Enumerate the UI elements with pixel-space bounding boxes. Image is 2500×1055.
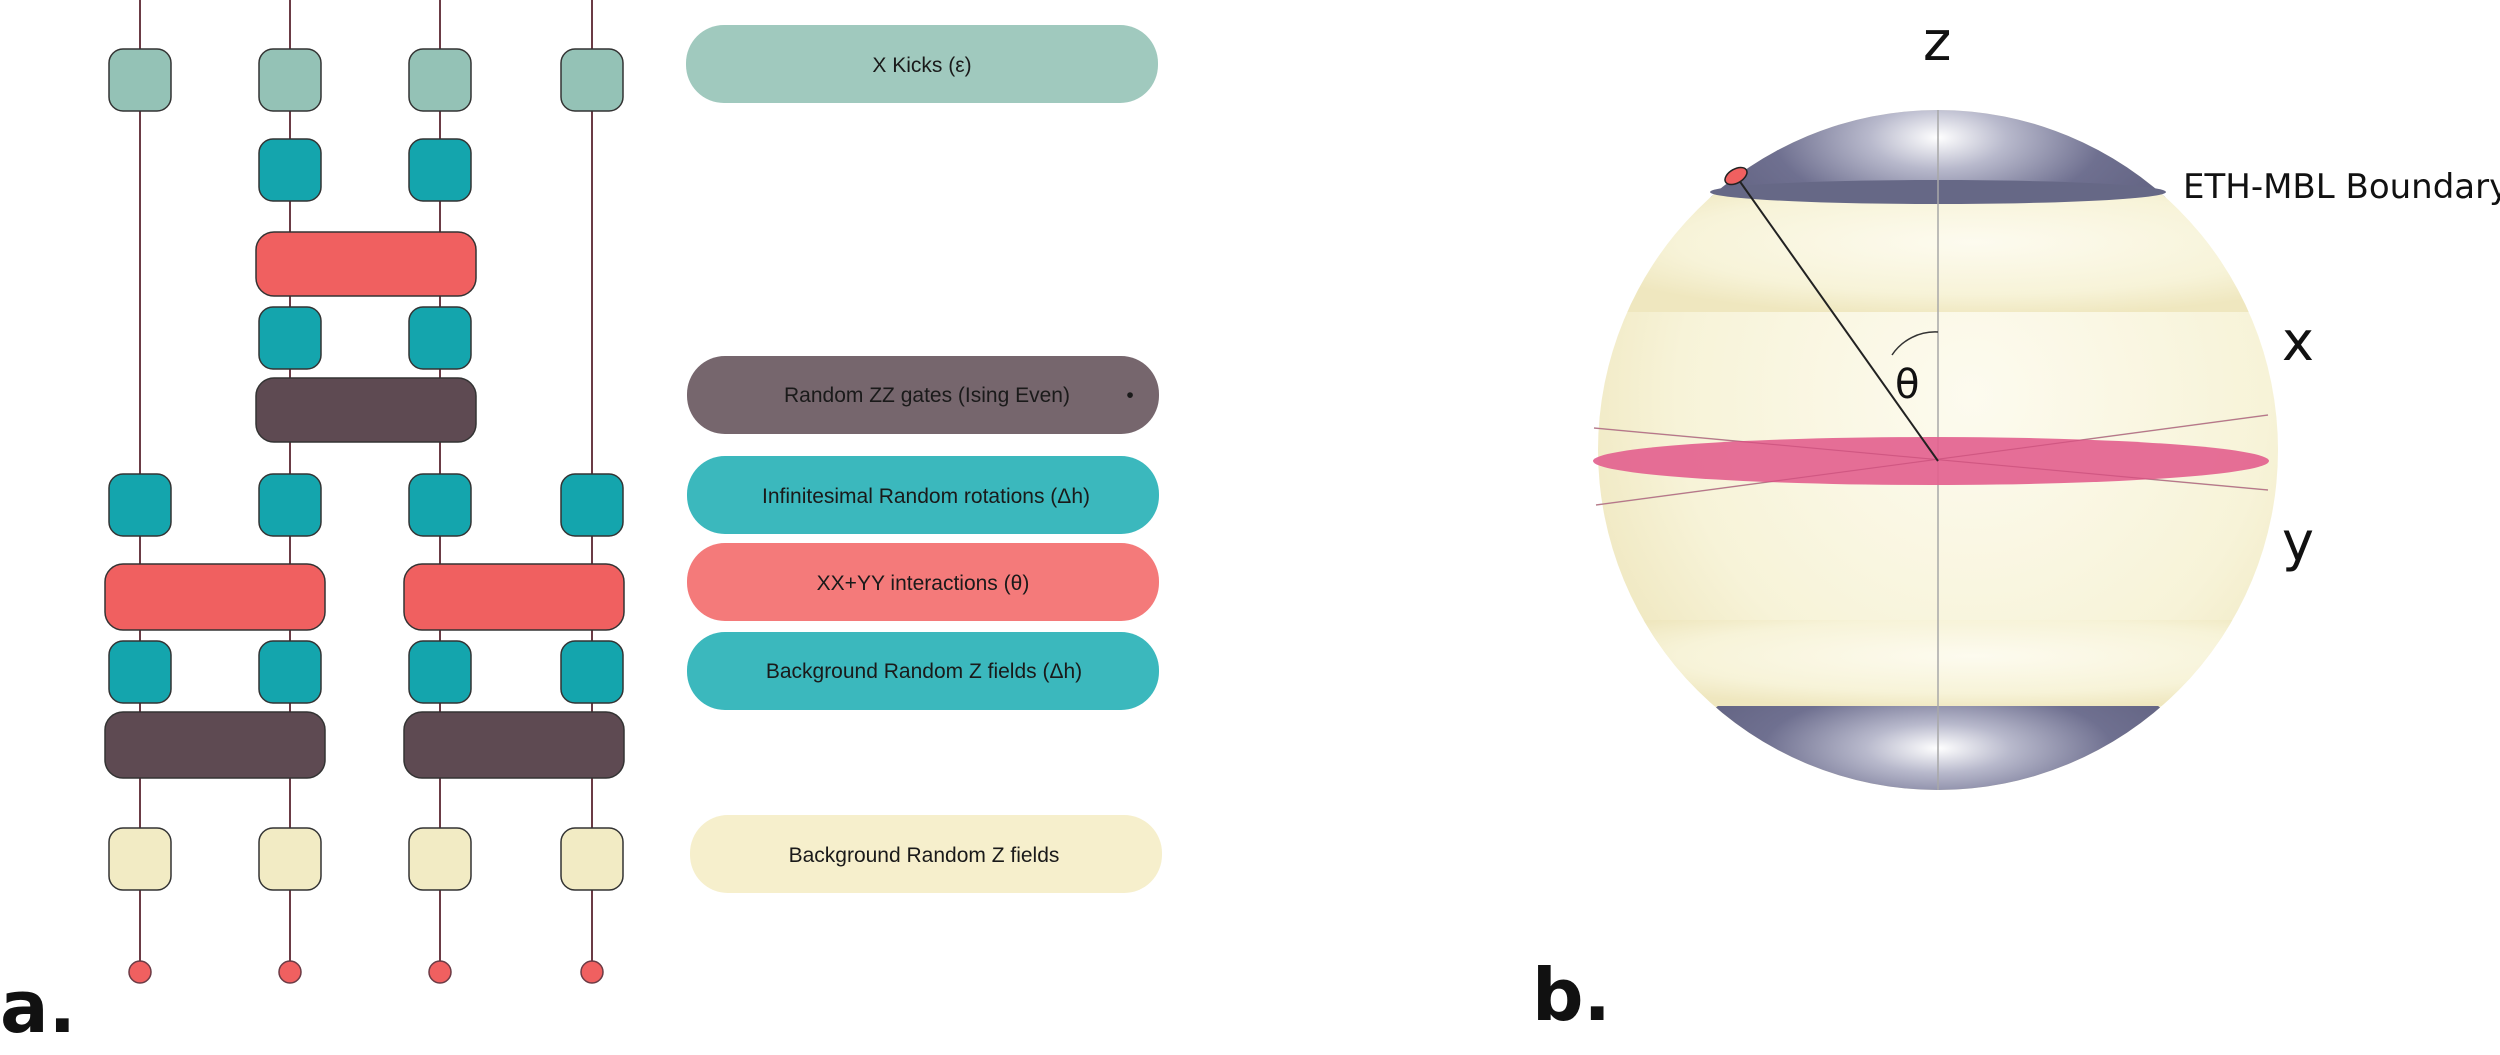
rotation-gate — [560, 473, 624, 537]
rotation-gate — [408, 306, 472, 370]
rotation-gate — [408, 138, 472, 202]
circuit-panel — [104, 0, 625, 984]
x-kick-gate — [258, 48, 322, 112]
x-kick-gate — [408, 48, 472, 112]
qubit-input-dot — [428, 960, 452, 984]
equator-disk — [1593, 437, 2269, 485]
background-field-gate — [108, 640, 172, 704]
state-point — [1724, 166, 1748, 186]
x-kick-gate — [108, 48, 172, 112]
background-field-gate — [258, 640, 322, 704]
qubit-input-dot — [128, 960, 152, 984]
panel-b-label: b. — [1532, 953, 1611, 1037]
rotation-gate — [258, 473, 322, 537]
qubit-input-dot — [580, 960, 604, 984]
legend-background-label: Background Random Z fields — [789, 844, 1060, 867]
x-kick-gate — [560, 48, 624, 112]
legend-random-zz-pill — [687, 356, 1159, 434]
legend-background-dh-pill — [687, 632, 1159, 710]
zz-gate — [104, 711, 326, 779]
legend-random-zz-label: Random ZZ gates (Ising Even) — [784, 384, 1070, 407]
legend-infinitesimal-label: Infinitesimal Random rotations (Δh) — [762, 485, 1090, 508]
y-axis-label: y — [2282, 510, 2314, 573]
zz-gate — [403, 711, 625, 779]
background-z-gate — [408, 827, 472, 891]
legend-random-zz-marker: • — [1126, 384, 1133, 407]
theta-label: θ — [1895, 362, 1919, 408]
legend-x-kicks-pill — [686, 25, 1158, 103]
z-axis-label: z — [1923, 10, 1951, 73]
xx-yy-gate — [403, 563, 625, 631]
eth-mbl-boundary-label: ETH-MBL Boundary — [2183, 167, 2500, 207]
background-field-gate — [408, 640, 472, 704]
legend: X Kicks (ε) Random ZZ gates (Ising Even)… — [686, 25, 1162, 893]
state-vector — [1735, 175, 1939, 462]
background-z-gate — [560, 827, 624, 891]
background-z-gate — [108, 827, 172, 891]
panel-a-label: a. — [0, 965, 76, 1049]
background-z-gate — [258, 827, 322, 891]
sphere-panel: θ z x y ETH-MBL Boundary — [1593, 10, 2500, 790]
x-axis-label: x — [2282, 310, 2314, 373]
rotation-gate — [108, 473, 172, 537]
rotation-gate — [408, 473, 472, 537]
qubit-input-dot — [278, 960, 302, 984]
legend-infinitesimal-pill — [687, 456, 1159, 534]
xx-yy-gate — [255, 231, 477, 297]
legend-background-dh-label: Background Random Z fields (Δh) — [766, 660, 1082, 683]
legend-x-kicks-label: X Kicks (ε) — [872, 54, 971, 77]
legend-xx-yy-label: XX+YY interactions (θ) — [817, 572, 1030, 595]
rotation-gate — [258, 306, 322, 370]
background-field-gate — [560, 640, 624, 704]
zz-gate — [255, 377, 477, 443]
xx-yy-gate — [104, 563, 326, 631]
legend-xx-yy-pill — [687, 543, 1159, 621]
rotation-gate — [258, 138, 322, 202]
legend-background-pill — [690, 815, 1162, 893]
theta-arc — [1891, 331, 1939, 356]
